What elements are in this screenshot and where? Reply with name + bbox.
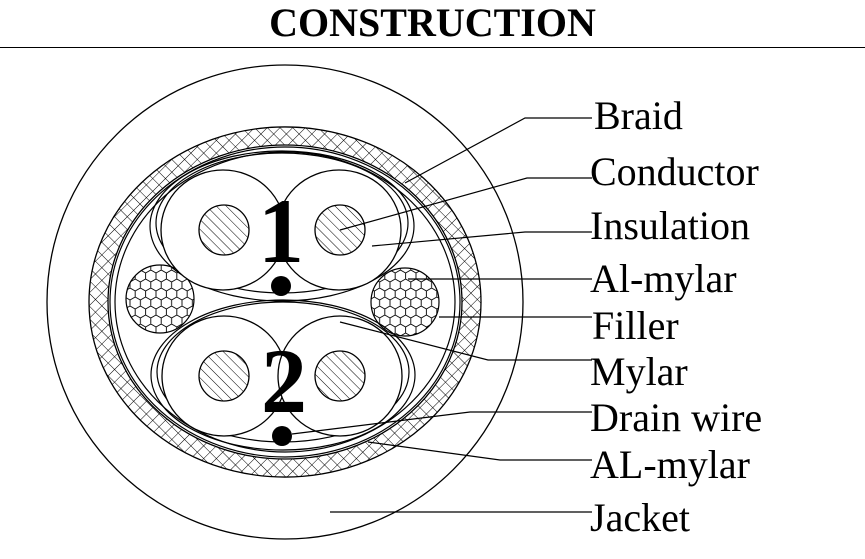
pair-1-conductor-left xyxy=(198,204,250,256)
pair-2-conductor-right xyxy=(314,350,366,402)
pair-2-conductor-left xyxy=(198,350,250,402)
label-al-mylar-2: AL-mylar xyxy=(590,442,750,487)
pair-1-al-mylar xyxy=(149,150,415,302)
pair-2-drain-wire xyxy=(272,426,292,446)
label-al-mylar-1: Al-mylar xyxy=(590,256,737,301)
label-drain-wire: Drain wire xyxy=(590,395,762,440)
label-braid: Braid xyxy=(594,93,683,138)
label-jacket: Jacket xyxy=(590,495,690,540)
title-underline xyxy=(0,47,865,48)
braid-layer xyxy=(88,126,482,478)
leader-conductor xyxy=(339,177,592,231)
pair-2-al-mylar xyxy=(150,299,416,451)
leader-braid xyxy=(404,117,592,184)
label-filler: Filler xyxy=(592,303,679,348)
pair-1-number: 1 xyxy=(258,180,304,282)
leader-mylar xyxy=(339,321,592,361)
filler-right xyxy=(370,267,440,337)
leader-al-mylar-2 xyxy=(367,441,592,461)
label-mylar: Mylar xyxy=(590,349,688,394)
label-insulation: Insulation xyxy=(590,203,750,248)
leader-drain-wire xyxy=(291,411,592,435)
pair-2-number: 2 xyxy=(261,330,307,432)
diagram-title: CONSTRUCTION xyxy=(269,0,596,45)
label-conductor: Conductor xyxy=(590,149,759,194)
filler-left xyxy=(125,264,195,334)
leader-insulation xyxy=(371,231,592,247)
pair-1-drain-wire xyxy=(271,276,291,296)
